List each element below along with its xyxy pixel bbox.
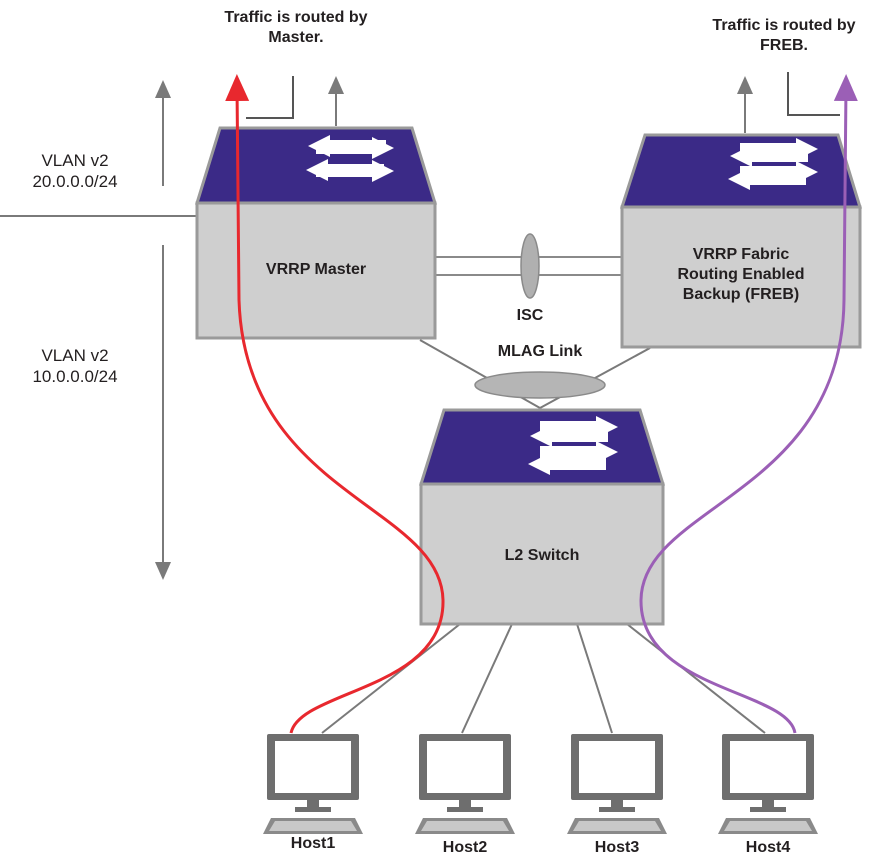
master-traffic-note-line2: Master. [268, 29, 324, 46]
host1-computer-icon [263, 734, 363, 834]
vlan-lower-subnet: 10.0.0.0/24 [32, 367, 118, 386]
vlan-upper-label: VLAN v2 20.0.0.0/24 [0, 150, 150, 192]
host3-label: Host3 [594, 839, 640, 856]
host2-label: Host2 [442, 839, 488, 856]
vlan-upper-name: VLAN v2 [41, 151, 109, 170]
freb-traffic-note: Traffic is routed by FREB. [688, 16, 880, 56]
host4-computer-icon [718, 734, 818, 834]
vlan-arrows [0, 80, 197, 580]
l2-switch-label: L2 Switch [504, 547, 580, 564]
vlan-upper-subnet: 20.0.0.0/24 [32, 172, 118, 191]
freb-label-line3: Backup (FREB) [682, 286, 800, 303]
host-links [321, 623, 766, 734]
master-traffic-note-line1: Traffic is routed by [224, 9, 368, 26]
isc-ellipse [520, 233, 540, 299]
mlag-label: MLAG Link [497, 343, 583, 360]
l2-switch [418, 408, 666, 626]
mlag-ellipse [474, 371, 606, 399]
host3-computer-icon [567, 734, 667, 834]
master-traffic-note: Traffic is routed by Master. [176, 8, 416, 48]
vrrp-master-switch [194, 126, 438, 340]
freb-label: VRRP Fabric Routing Enabled Backup (FREB… [622, 245, 860, 305]
master-traffic-path [225, 74, 445, 734]
host1-label: Host1 [290, 835, 336, 852]
traffic-indicators [246, 72, 840, 133]
mlag-links [419, 339, 651, 409]
vlan-lower-name: VLAN v2 [41, 346, 109, 365]
freb-label-line2: Routing Enabled [677, 266, 805, 283]
freb-traffic-path [639, 74, 858, 734]
freb-traffic-note-line1: Traffic is routed by [712, 17, 856, 34]
vrrp-master-label: VRRP Master [265, 261, 367, 278]
host2-computer-icon [415, 734, 515, 834]
isc-links [436, 233, 622, 299]
freb-traffic-note-line2: FREB. [760, 37, 808, 54]
vlan-lower-label: VLAN v2 10.0.0.0/24 [0, 345, 150, 387]
freb-label-line1: VRRP Fabric [692, 246, 790, 263]
freb-switch [619, 133, 863, 349]
host4-label: Host4 [745, 839, 791, 856]
isc-label: ISC [516, 307, 544, 324]
